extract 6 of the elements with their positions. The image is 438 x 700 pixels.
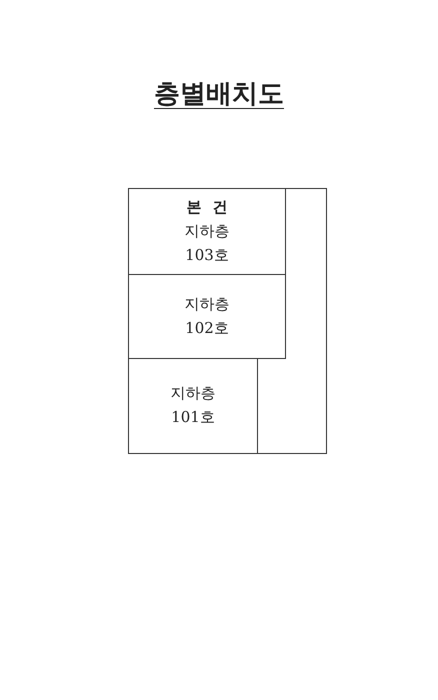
floor-plan-outline [128, 188, 327, 454]
room-heading: 본 건 [185, 196, 229, 218]
title: 층별배치도 [154, 79, 284, 109]
room-label: 지하층 103호 [184, 220, 230, 266]
room-label: 지하층 102호 [184, 294, 230, 338]
room-label: 지하층 101호 [170, 383, 216, 428]
